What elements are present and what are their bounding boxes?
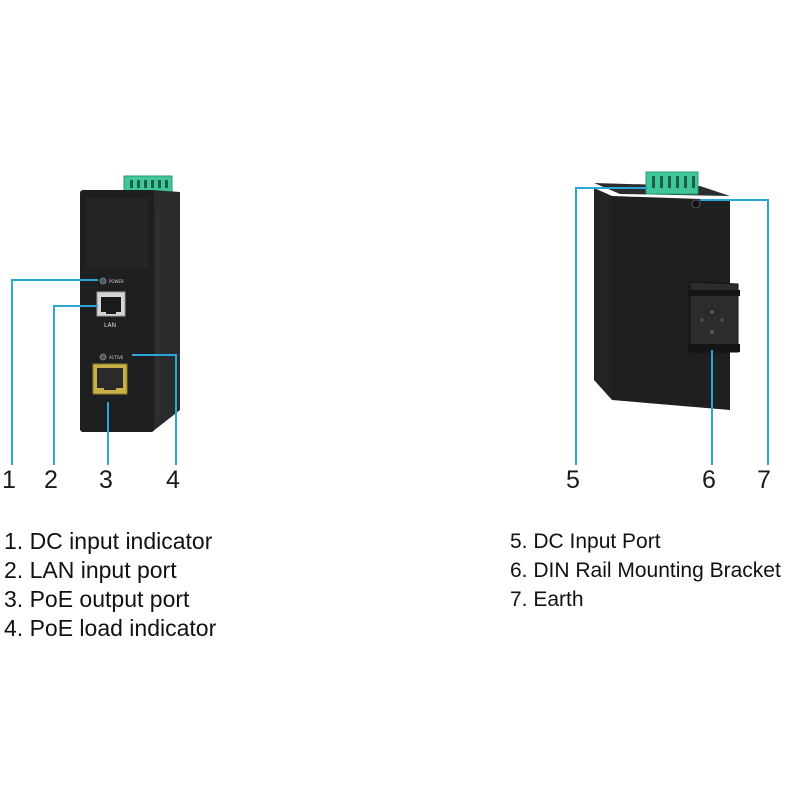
legend-item-7: 7. Earth xyxy=(510,588,584,611)
power-led-label: POWER xyxy=(109,279,124,284)
callout-line-7 xyxy=(700,199,769,465)
earth-screw xyxy=(691,199,701,209)
callout-number-7: 7 xyxy=(757,466,771,494)
legend-item-6: 6. DIN Rail Mounting Bracket xyxy=(510,559,781,582)
callout-number-1: 1 xyxy=(2,466,16,494)
power-led xyxy=(99,277,107,285)
active-led xyxy=(99,353,107,361)
callout-number-2: 2 xyxy=(44,466,58,494)
callout-lines xyxy=(11,187,769,465)
front-view-device: POWER LAN ACTIVE xyxy=(80,175,180,432)
legend-item-5: 5. DC Input Port xyxy=(510,530,661,553)
callout-line-2 xyxy=(53,305,98,465)
active-led-label: ACTIVE xyxy=(109,355,124,360)
legend-item-2: 2. LAN input port xyxy=(4,557,177,583)
callout-line-1 xyxy=(11,279,98,465)
callout-number-5: 5 xyxy=(566,466,580,494)
legend-item-1: 1. DC input indicator xyxy=(4,528,213,554)
callout-number-4: 4 xyxy=(166,466,180,494)
front-device-side xyxy=(152,190,180,432)
legend-left: 1. DC input indicator 2. LAN input port … xyxy=(4,527,216,643)
legend-item-4: 4. PoE load indicator xyxy=(4,615,217,641)
back-view-device xyxy=(594,171,740,410)
callout-line-4 xyxy=(132,354,177,465)
lan-port-label: LAN xyxy=(104,322,116,329)
back-device-left xyxy=(594,188,612,400)
legend-right: 5. DC Input Port 6. DIN Rail Mounting Br… xyxy=(510,527,781,614)
callout-number-6: 6 xyxy=(702,466,716,494)
back-device-body xyxy=(612,196,730,410)
callout-line-5 xyxy=(575,187,648,465)
callout-number-3: 3 xyxy=(99,466,113,494)
legend-item-3: 3. PoE output port xyxy=(4,586,190,612)
